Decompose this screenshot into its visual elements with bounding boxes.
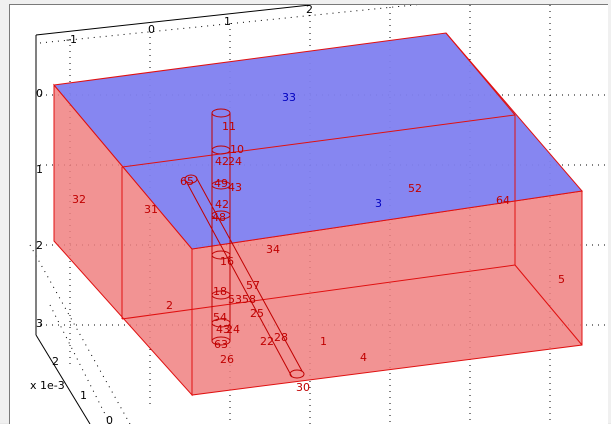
domain-label: 32 [72,193,86,206]
domain-label: 63 [214,338,228,351]
axis-lines [35,5,311,424]
domain-label: 1 [320,335,327,348]
domain-label: 58 [242,293,256,306]
left-tick-label: 1 [36,163,43,176]
domain-label: 54 [213,311,227,324]
domain-label: 43 [216,323,230,336]
domain-label: 25 [250,307,264,320]
diagonal-tube[interactable] [184,174,305,379]
domain-label: 26 [220,353,234,366]
domain-label: 18 [213,285,227,298]
axis-scale-label: x 1e-3 [30,379,65,392]
domain-label: 24 [228,155,242,168]
top-tick-label: -1 [66,33,77,46]
depth-tick-label: 3 [36,317,43,330]
domain-label: 2 [166,299,173,312]
domain-label: 16 [220,255,234,268]
domain-label: 28 [274,331,288,344]
domain-label: 43 [228,181,242,194]
domain-label: 42 [215,155,229,168]
domain-label: 65 [180,175,194,188]
domain-label: 4 [360,351,367,364]
domain-label: 33 [282,91,296,104]
domain-label: 49 [214,177,228,190]
domain-label: 10 [230,143,244,156]
domain-label: 64 [496,194,510,207]
depth-tick-label: 1 [80,389,87,402]
3d-viewport[interactable]: -1 0 1 2 0 1 2 3 2 1 0 x 1e-3 [9,4,608,424]
box-edges [121,32,583,346]
domain-label: 30 [296,381,310,394]
domain-label: 24 [226,323,240,336]
domain-label: 31 [144,203,158,216]
domain-label: 53 [228,293,242,306]
top-tick-label: 2 [306,5,313,16]
depth-tick-label: 2 [52,355,59,368]
top-tick-label: 0 [148,23,155,36]
domain-label: 3 [375,197,382,210]
domain-label: 42 [215,198,229,211]
top-tick-label: 1 [224,15,231,28]
domain-label: 57 [246,279,260,292]
domain-label: 22 [260,335,274,348]
domain-label: 5 [558,273,565,286]
domain-label: 34 [266,243,280,256]
domain-label: 48 [212,211,226,224]
depth-tick-label: 0 [106,414,113,424]
domain-label: 11 [222,120,236,133]
vertical-cylinder[interactable] [211,108,231,346]
left-tick-label: 0 [36,87,43,100]
domain-label: 52 [408,182,422,195]
geometry-view[interactable]: -1 0 1 2 0 1 2 3 2 1 0 x 1e-3 [10,5,608,424]
left-tick-label: 2 [36,239,43,252]
